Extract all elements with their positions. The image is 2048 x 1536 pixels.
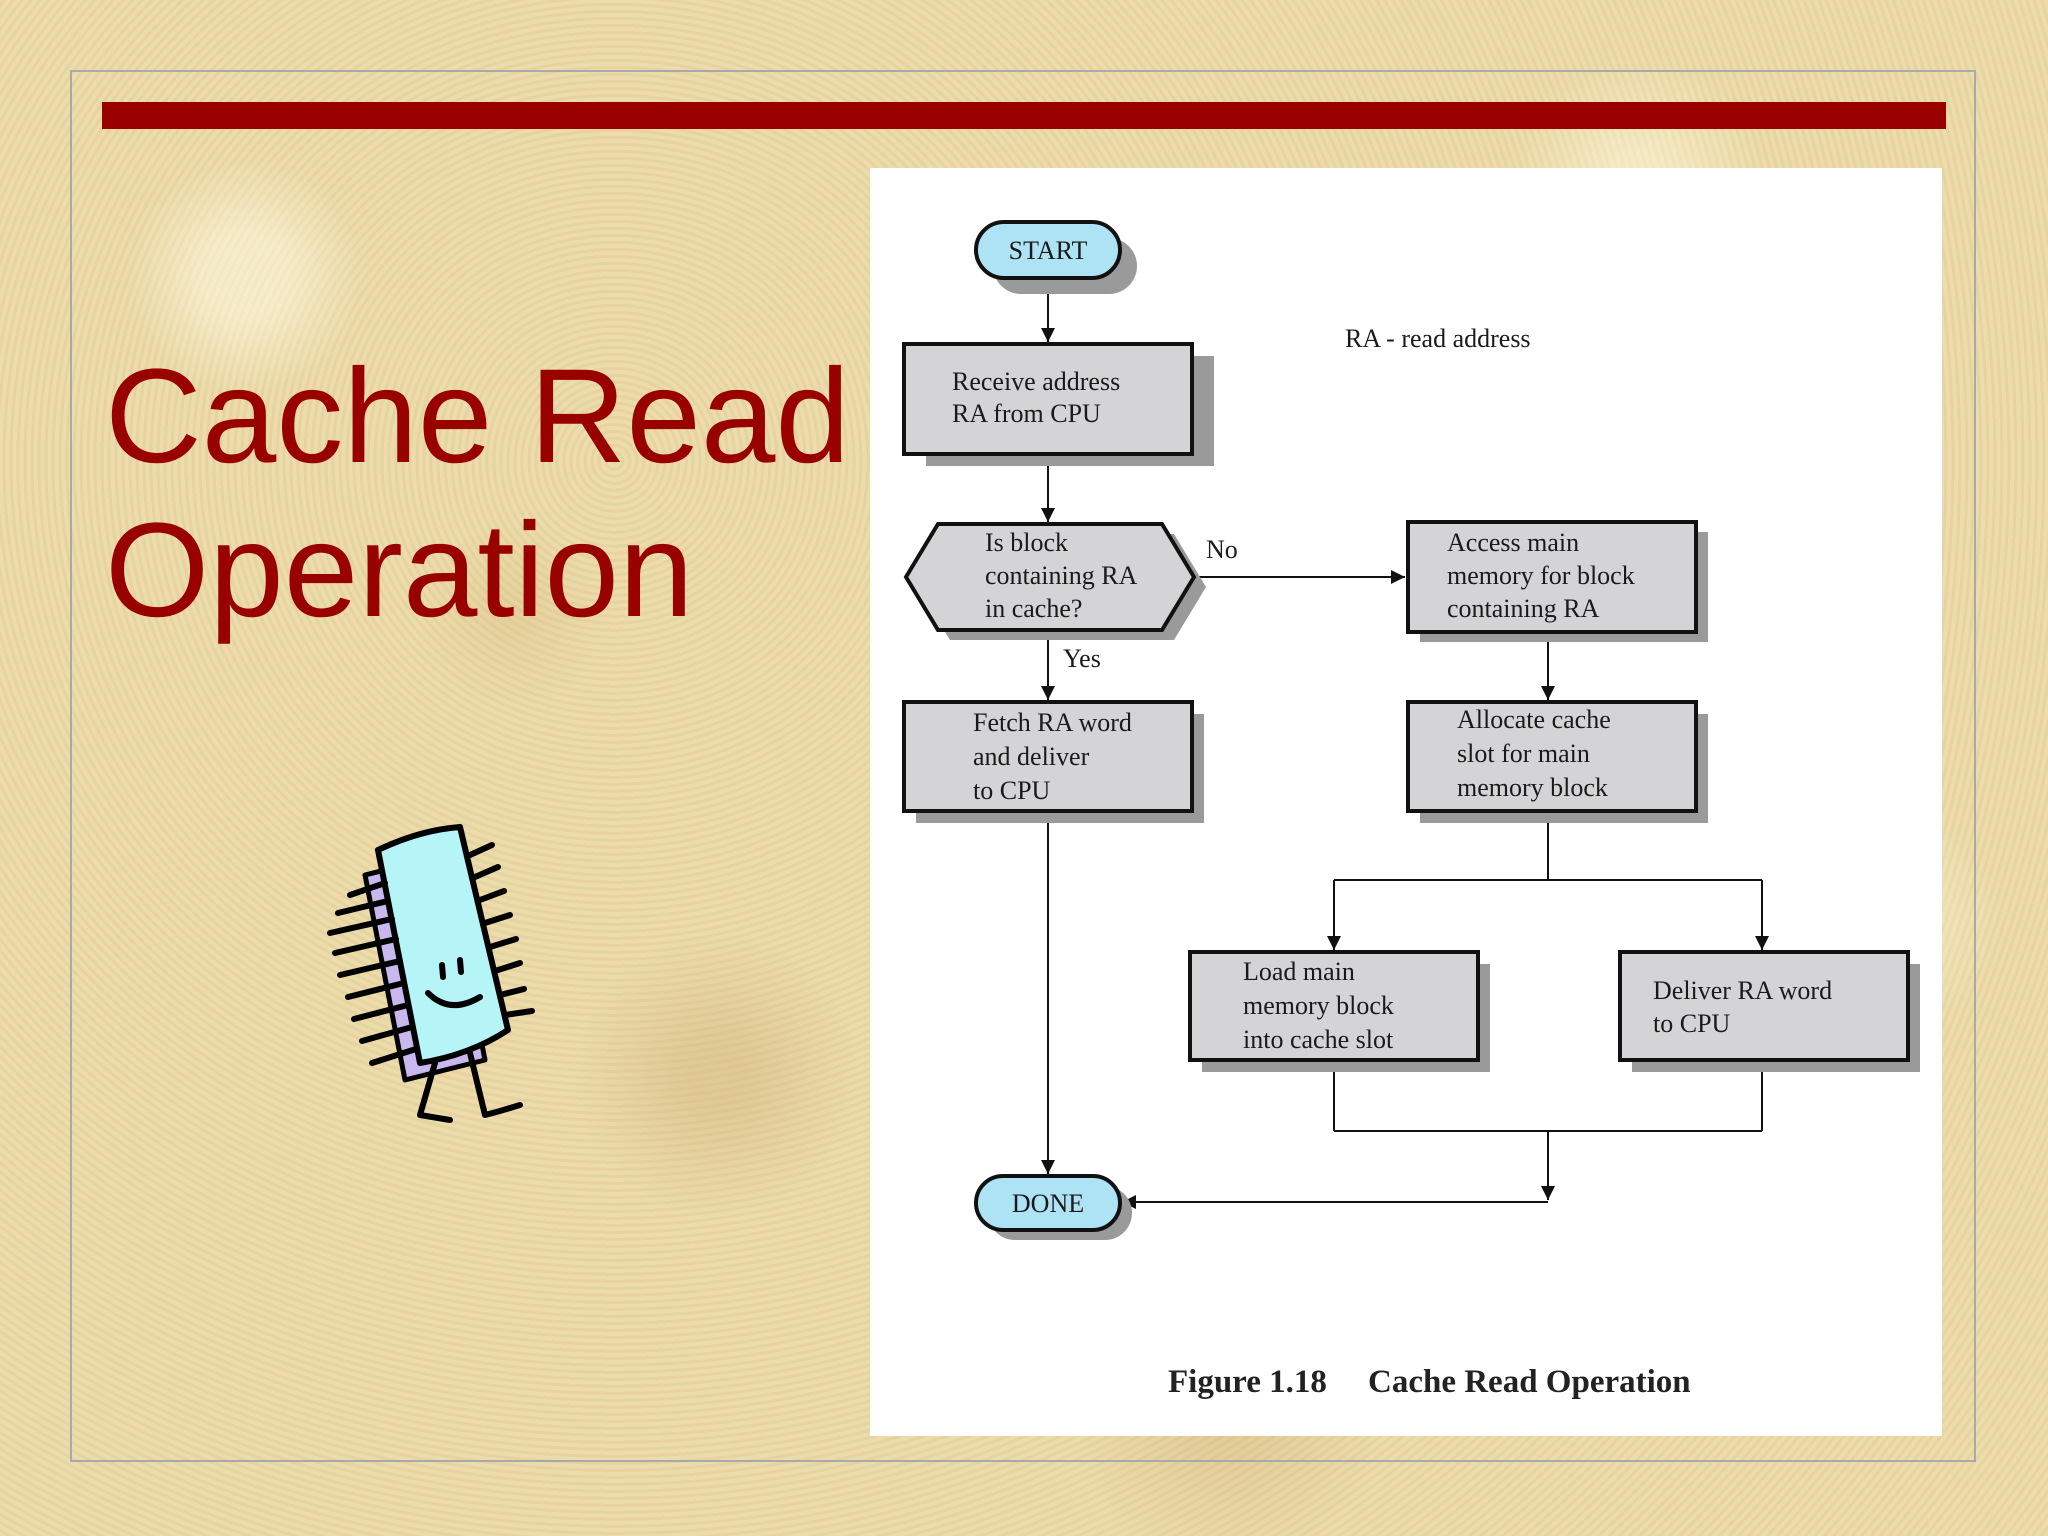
receive-line-1: Receive address bbox=[952, 367, 1120, 396]
cache-read-flowchart: START Receive address RA from CPU Is blo… bbox=[902, 220, 1920, 1400]
decision-hexagon: Is block containing RA in cache? bbox=[903, 522, 1206, 640]
decision-line-1: Is block bbox=[985, 528, 1068, 557]
smiling-memory-chip-icon bbox=[327, 824, 535, 1123]
slide-title-line-1: Cache Read bbox=[105, 342, 850, 491]
slide-frame bbox=[70, 70, 1976, 1462]
access-line-2: memory for block bbox=[1447, 561, 1635, 590]
figure-caption-text: Cache Read Operation bbox=[1368, 1364, 1691, 1400]
load-line-2: memory block bbox=[1243, 991, 1394, 1020]
no-branch-label: No bbox=[1206, 535, 1238, 564]
done-label: DONE bbox=[1012, 1189, 1084, 1218]
access-main-memory-box: Access main memory for block containing … bbox=[1406, 520, 1708, 642]
flow-connectors bbox=[1041, 278, 1769, 1209]
ra-legend: RA - read address bbox=[1345, 324, 1531, 353]
receive-line-2: RA from CPU bbox=[952, 399, 1101, 428]
fetch-line-3: to CPU bbox=[973, 776, 1051, 805]
start-label: START bbox=[1009, 236, 1088, 265]
slide-title: Cache Read Operation bbox=[105, 340, 885, 648]
deliver-line-2: to CPU bbox=[1653, 1009, 1731, 1038]
slide-title-line-2: Operation bbox=[105, 496, 694, 645]
flowchart-figure: START Receive address RA from CPU Is blo… bbox=[870, 168, 1942, 1436]
deliver-line-1: Deliver RA word bbox=[1653, 976, 1832, 1005]
yes-branch-label: Yes bbox=[1063, 644, 1101, 673]
fetch-line-1: Fetch RA word bbox=[973, 708, 1132, 737]
fetch-line-2: and deliver bbox=[973, 742, 1090, 771]
allocate-line-2: slot for main bbox=[1457, 739, 1590, 768]
allocate-line-3: memory block bbox=[1457, 773, 1608, 802]
figure-caption-number: Figure 1.18 bbox=[1168, 1364, 1327, 1400]
decision-line-3: in cache? bbox=[985, 594, 1082, 623]
allocate-line-1: Allocate cache bbox=[1457, 705, 1611, 734]
load-line-3: into cache slot bbox=[1243, 1025, 1394, 1054]
access-line-1: Access main bbox=[1447, 528, 1579, 557]
fetch-word-box: Fetch RA word and deliver to CPU bbox=[902, 700, 1204, 823]
done-terminal: DONE bbox=[974, 1174, 1132, 1240]
load-block-box: Load main memory block into cache slot bbox=[1188, 950, 1490, 1072]
allocate-slot-box: Allocate cache slot for main memory bloc… bbox=[1406, 700, 1708, 823]
start-terminal: START bbox=[974, 220, 1137, 294]
title-accent-bar bbox=[102, 102, 1946, 129]
load-line-1: Load main bbox=[1243, 957, 1355, 986]
access-line-3: containing RA bbox=[1447, 594, 1600, 623]
deliver-word-box: Deliver RA word to CPU bbox=[1618, 950, 1920, 1072]
decision-line-2: containing RA bbox=[985, 561, 1138, 590]
receive-address-box: Receive address RA from CPU bbox=[902, 342, 1214, 466]
